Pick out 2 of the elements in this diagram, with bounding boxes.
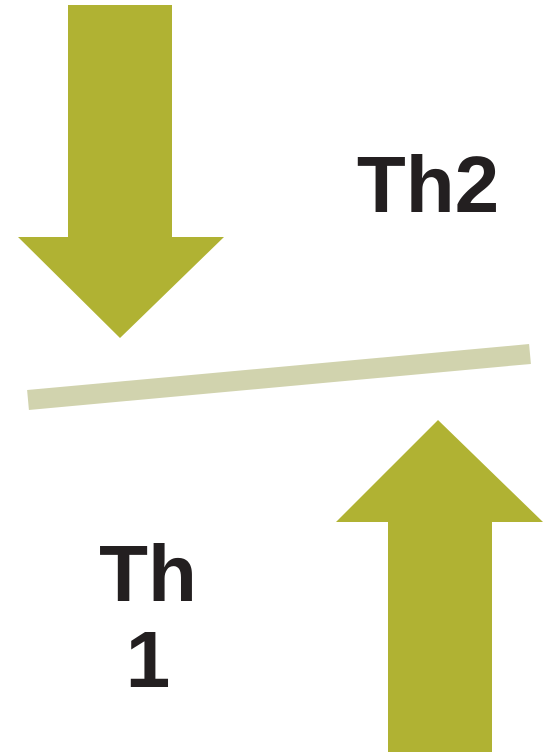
cell-label: Th 1 [100, 543, 192, 687]
cell-label: Th2 [358, 154, 496, 212]
